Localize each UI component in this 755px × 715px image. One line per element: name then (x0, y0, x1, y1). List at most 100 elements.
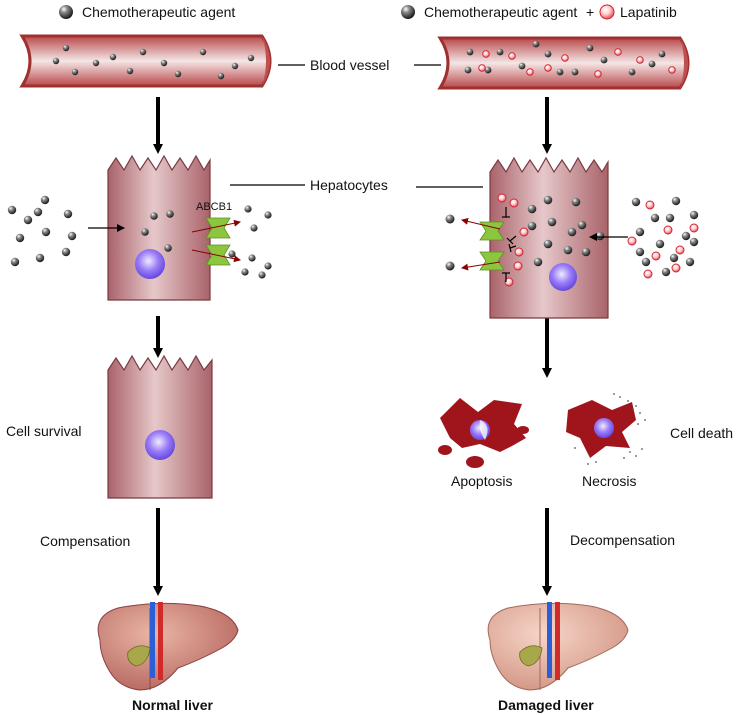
drug-icon (59, 5, 73, 19)
lapatinib-particle (526, 68, 534, 76)
efflux-arrow (191, 249, 241, 263)
drug-particle (139, 48, 147, 56)
lapatinib-particle (689, 223, 699, 233)
compensation-label: Compensation (40, 533, 130, 549)
drug-particle (671, 196, 681, 206)
drug-particle (571, 68, 579, 76)
drug-particle (527, 221, 537, 231)
drug-particle (248, 254, 256, 262)
drug-particle (595, 231, 605, 241)
drug-particle (655, 239, 665, 249)
drug-particle (556, 68, 564, 76)
drug-particle (648, 60, 656, 68)
efflux-arrow (191, 219, 241, 233)
legend-left-text: Chemotherapeutic agent (82, 4, 235, 20)
hepatocyte-left (107, 154, 211, 301)
damaged-liver (487, 602, 629, 691)
drug-particle (7, 205, 17, 215)
nucleus (135, 249, 165, 279)
drug-particle (563, 245, 573, 255)
flow-arrows (153, 97, 552, 596)
drug-particle (109, 53, 117, 61)
drug-particle (10, 257, 20, 267)
lapatinib-particle (519, 227, 529, 237)
drug-particle (35, 253, 45, 263)
lapatinib-particle (513, 261, 523, 271)
apoptosis-label: Apoptosis (451, 473, 512, 489)
drug-cluster-left (7, 195, 77, 267)
nucleus (145, 430, 175, 460)
drug-efflux-left (228, 205, 272, 279)
drug-particle (40, 195, 50, 205)
necrotic-cell (566, 393, 646, 465)
drug-icon (401, 5, 415, 19)
drug-particle (52, 57, 60, 65)
drug-particle (264, 211, 272, 219)
lapatinib-particle (614, 48, 622, 56)
normal-liver (97, 602, 239, 691)
drug-particle (685, 257, 695, 267)
damaged-liver-label: Damaged liver (498, 697, 594, 713)
drug-particle (577, 220, 587, 230)
drug-particle (23, 215, 33, 225)
efflux-arrow (461, 261, 501, 271)
drug-particle (665, 213, 675, 223)
drug-particle (61, 247, 71, 257)
drug-particle (15, 233, 25, 243)
nucleus (549, 263, 577, 291)
drug-particle (628, 68, 636, 76)
legend-lapatinib-text: Lapatinib (620, 4, 677, 20)
lapatinib-particle (636, 56, 644, 64)
blood-vessel-left (19, 34, 272, 88)
drug-particle (228, 250, 236, 258)
lapatinib-particle (627, 236, 637, 246)
drug-particle (466, 48, 474, 56)
drug-particle (650, 213, 660, 223)
drug-particle (63, 209, 73, 219)
inhibition-marks (502, 207, 517, 282)
drug-particle (244, 205, 252, 213)
drug-particle (67, 231, 77, 241)
drug-particle (543, 195, 553, 205)
drug-particle (496, 48, 504, 56)
drug-particle (247, 54, 255, 62)
normal-liver-label: Normal liver (132, 697, 213, 713)
lapatinib-particle (645, 200, 655, 210)
drug-particle (160, 59, 168, 67)
drug-particle (126, 67, 134, 75)
hepatocyte-right (489, 156, 609, 319)
lapatinib-particle (509, 198, 519, 208)
drug-particle (250, 224, 258, 232)
lapatinib-particle (651, 251, 661, 261)
drug-particle (532, 40, 540, 48)
surviving-hepatocyte (107, 354, 213, 499)
drug-particle (533, 257, 543, 267)
necrosis-label: Necrosis (582, 473, 636, 489)
legend-right-text: Chemotherapeutic agent (424, 4, 577, 20)
drug-particle (543, 239, 553, 249)
lapatinib-particle (482, 50, 490, 58)
lapatinib-particle (508, 52, 516, 60)
abcb1-label: ABCB1 (196, 201, 232, 213)
lapatinib-particle (478, 64, 486, 72)
drug-particle (33, 207, 43, 217)
lapatinib-particle (497, 193, 507, 203)
drug-particle (631, 197, 641, 207)
drug-particle (174, 70, 182, 78)
drug-particle (464, 66, 472, 74)
efflux-arrow (461, 217, 501, 230)
drug-particle (681, 231, 691, 241)
lapatinib-particle (504, 277, 514, 287)
drug-particle (264, 262, 272, 270)
lapatinib-icon (599, 4, 615, 20)
lapatinib-particle (671, 263, 681, 273)
lapatinib-particle (544, 64, 552, 72)
lapatinib-particle (561, 54, 569, 62)
drug-particle (62, 44, 70, 52)
drug-particle (641, 257, 651, 267)
lapatinib-particle (514, 247, 524, 257)
drug-particle (581, 247, 591, 257)
drug-particle (689, 237, 699, 247)
blood-vessel-right (437, 36, 690, 90)
